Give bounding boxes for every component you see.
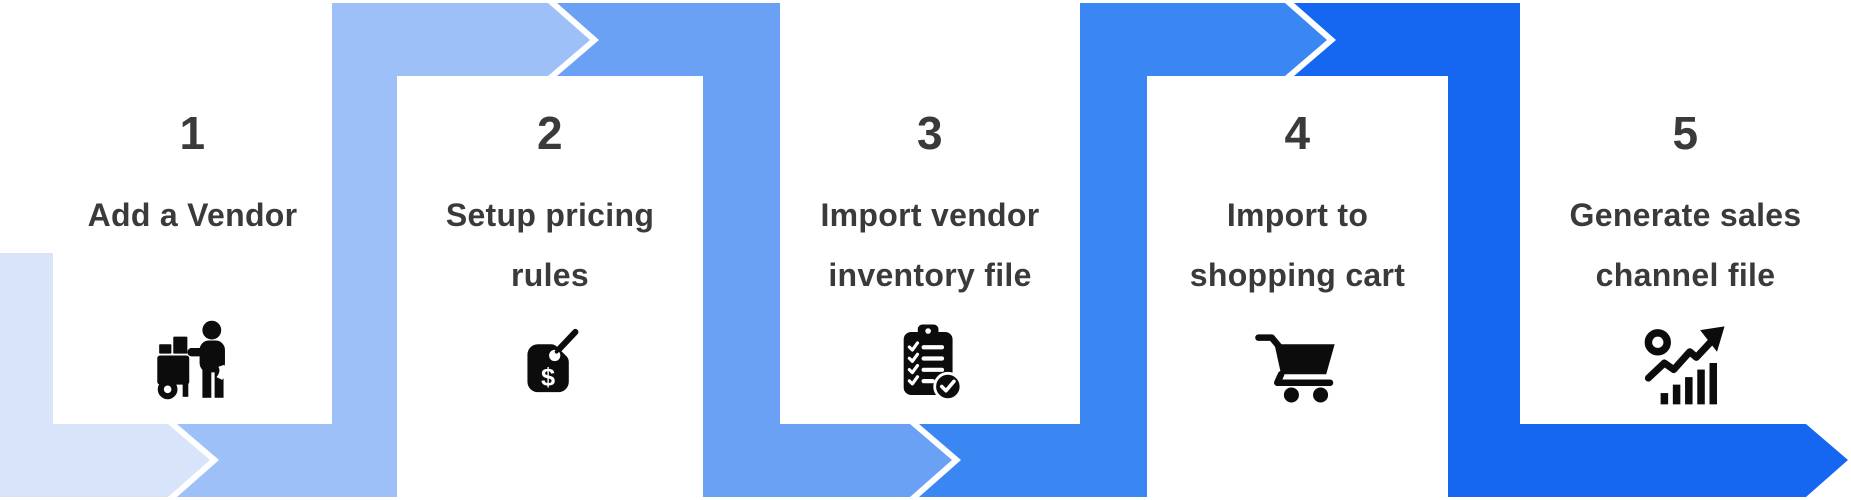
clipboard-checklist-icon — [880, 316, 980, 410]
shopping-cart-icon — [1248, 316, 1348, 410]
step-label-line-2: channel file — [1595, 257, 1776, 293]
vendor-cart-icon — [143, 316, 243, 410]
step-label: Import to shopping cart — [1190, 185, 1405, 305]
step-label-line-2: rules — [511, 257, 589, 293]
sales-growth-chart-icon — [1636, 316, 1736, 410]
arrow-step-2 — [177, 3, 590, 497]
step-number: 5 — [1672, 107, 1699, 159]
step-card-3: 3 Import vendor inventory file — [780, 76, 1080, 424]
step-label: Add a Vendor — [88, 185, 298, 245]
price-tag-icon: $ — [500, 316, 600, 410]
step-label-line-1: Add a Vendor — [87, 197, 298, 233]
step-card-1: 1 Add a Vendor — [53, 76, 332, 424]
step-number: 4 — [1284, 107, 1311, 159]
step-number: 2 — [536, 107, 564, 159]
step-card-4: 4 Import to shopping cart — [1147, 76, 1448, 424]
step-label: Setup pricing rules — [446, 185, 654, 305]
step-label-line-1: Setup pricing — [445, 197, 655, 233]
arrow-step-5 — [1294, 3, 1848, 497]
step-label-line-2: shopping cart — [1189, 257, 1406, 293]
step-number: 1 — [179, 107, 206, 159]
arrow-step-3 — [557, 3, 952, 497]
step-card-5: 5 Generate sales channel file — [1520, 76, 1851, 424]
step-label: Generate sales channel file — [1570, 185, 1802, 305]
step-card-2: 2 Setup pricing rules $ — [397, 76, 703, 424]
arrow-step-4 — [919, 3, 1327, 497]
dollar-symbol: $ — [541, 364, 555, 392]
step-label: Import vendor inventory file — [820, 185, 1039, 305]
step-number: 3 — [916, 107, 944, 159]
arrow-step-1 — [0, 253, 210, 497]
step-label-line-2: inventory file — [828, 257, 1032, 293]
step-label-line-1: Import vendor — [820, 197, 1040, 233]
step-label-line-1: Import to — [1226, 197, 1369, 233]
step-label-line-1: Generate sales — [1569, 197, 1802, 233]
